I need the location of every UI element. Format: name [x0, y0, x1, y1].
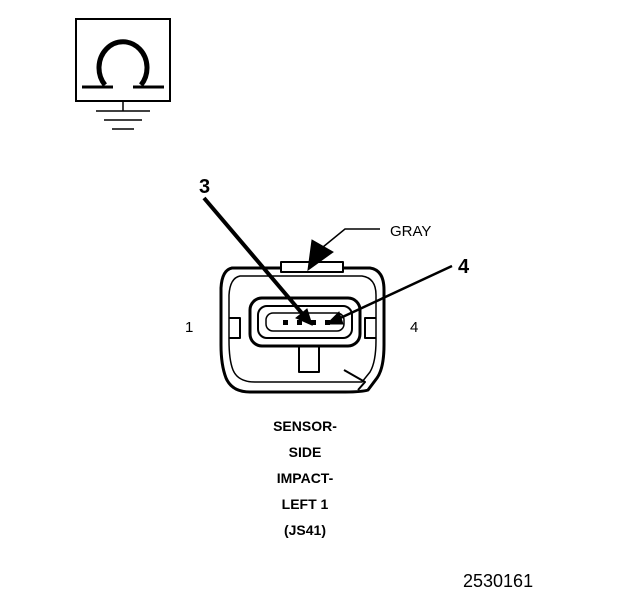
- ohmmeter-ground-icon: [75, 18, 171, 130]
- wire-color-label: GRAY: [390, 223, 431, 240]
- terminal-pins: [283, 320, 330, 325]
- figure-number: 2530161: [463, 571, 533, 591]
- callout-4-label: 4: [458, 256, 470, 278]
- callout-3-leader: [202, 196, 313, 326]
- caption-line-3: IMPACT-: [277, 470, 334, 486]
- callout-3-label: 3: [199, 176, 210, 198]
- caption-line-1: SENSOR-: [273, 418, 337, 434]
- pin-4-label: 4: [410, 319, 418, 336]
- color-leader-arrow: [307, 228, 380, 272]
- connector-caption: SENSOR- SIDE IMPACT- LEFT 1 (JS41): [273, 418, 337, 538]
- pin-cavity-3: [311, 320, 316, 325]
- caption-line-2: SIDE: [289, 444, 322, 460]
- caption-line-4: LEFT 1: [282, 496, 329, 512]
- pin-1-label: 1: [185, 319, 193, 336]
- caption-line-5: (JS41): [284, 522, 326, 538]
- pin-cavity-2: [297, 320, 302, 325]
- pin-cavity-1: [283, 320, 288, 325]
- connector-body: [219, 261, 386, 394]
- pin-cavity-4: [325, 320, 330, 325]
- callout-4-leader: [325, 264, 453, 325]
